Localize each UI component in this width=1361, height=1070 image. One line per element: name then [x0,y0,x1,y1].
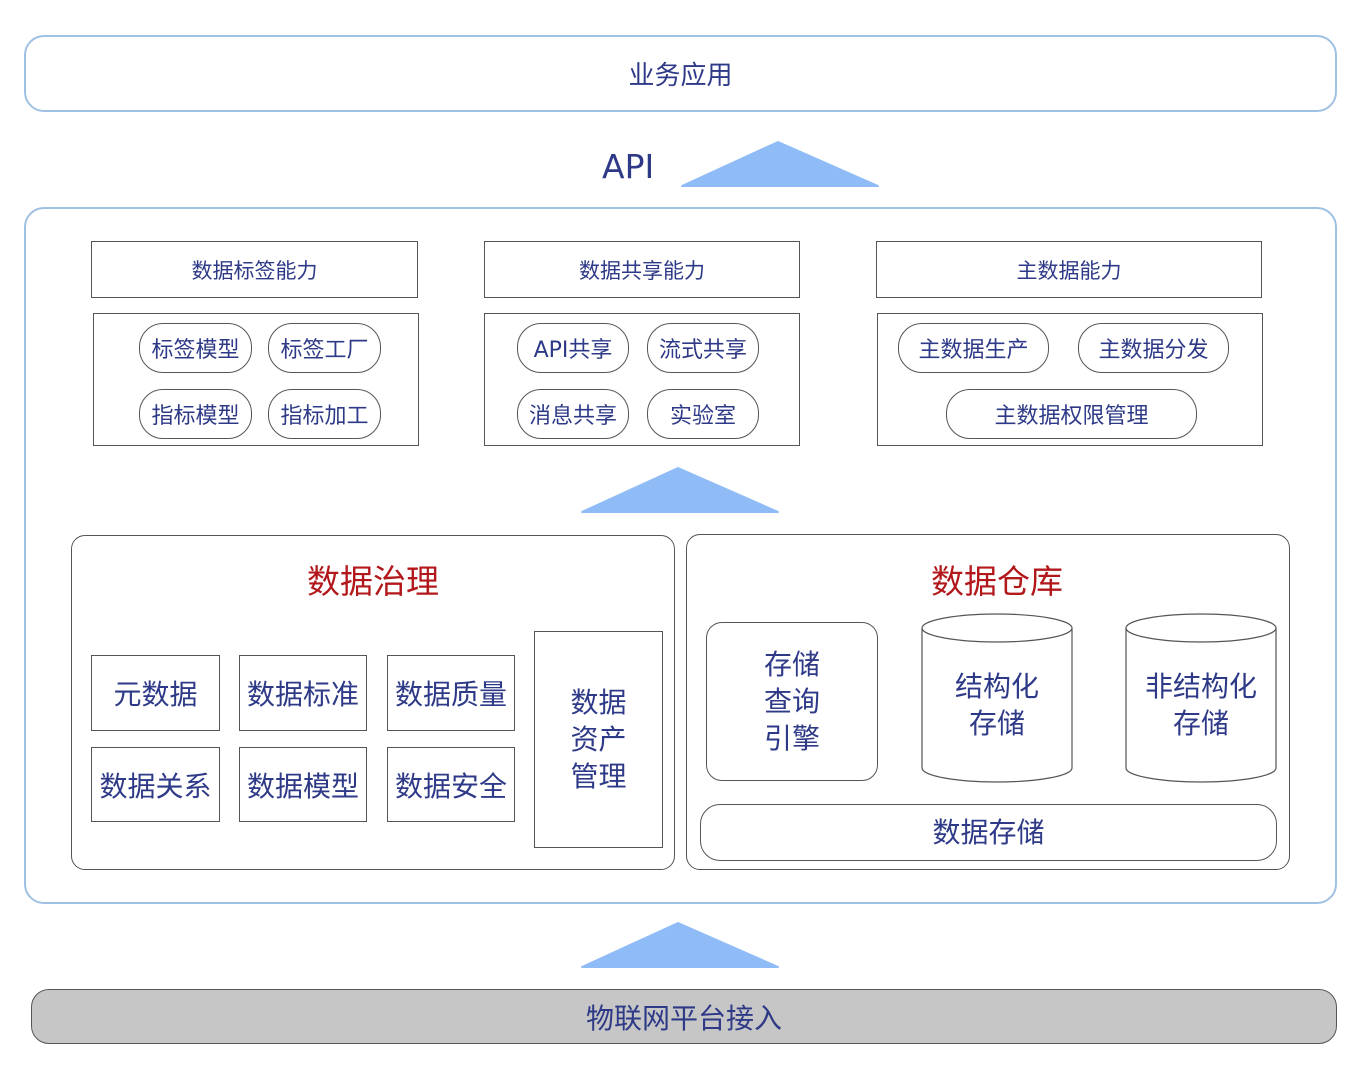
tag-factory-item: 标签工厂 [268,323,381,373]
data-platform-frame [24,207,1337,904]
data-quality-item: 数据质量 [387,655,515,731]
up-arrow-icon [581,922,779,968]
api-label: API [602,146,655,186]
data-asset-management-item: 数据 资产 管理 [534,631,663,848]
data-security-item: 数据安全 [387,747,515,822]
stream-sharing-item: 流式共享 [647,323,759,373]
tag-model-item: 标签模型 [139,323,252,373]
structured-storage-line-1: 结构化 [954,670,1039,703]
asset-mgmt-line-2: 资产 [570,723,627,756]
message-sharing-item: 消息共享 [517,389,629,439]
unstructured-storage-line-2: 存储 [1172,707,1229,740]
query-engine-line-3: 引擎 [763,722,820,755]
unstructured-storage-line-1: 非结构化 [1144,670,1257,703]
business-application-label: 业务应用 [628,61,733,91]
master-data-distribution-item: 主数据分发 [1078,323,1229,373]
lab-item: 实验室 [647,389,759,439]
data-storage-label: 数据存储 [932,816,1045,849]
up-arrow-icon [681,141,879,187]
query-engine-line-2: 查询 [763,685,820,718]
master-data-production-item: 主数据生产 [898,323,1049,373]
up-arrow-icon [581,467,779,513]
unstructured-storage-label: 非结构化 存储 [1126,660,1276,750]
iot-platform-access-label: 物联网平台接入 [585,1001,782,1035]
asset-mgmt-line-3: 管理 [570,760,627,793]
data-tag-capability-title: 数据标签能力 [91,241,418,298]
metric-model-item: 指标模型 [139,389,252,439]
data-standard-item: 数据标准 [239,655,367,731]
iot-platform-access-bar: 物联网平台接入 [31,989,1337,1044]
master-data-permission-item: 主数据权限管理 [946,389,1197,439]
structured-storage-cylinder-icon [921,613,1073,783]
api-sharing-item: API共享 [517,323,629,373]
master-data-capability-title: 主数据能力 [876,241,1262,298]
asset-mgmt-line-1: 数据 [570,686,627,719]
data-warehouse-title: 数据仓库 [931,562,1063,601]
structured-storage-label: 结构化 存储 [922,660,1072,750]
business-application-bar: 业务应用 [24,35,1337,112]
query-engine-box: 存储 查询 引擎 [706,622,878,781]
query-engine-line-1: 存储 [763,648,820,681]
structured-storage-line-2: 存储 [968,707,1025,740]
data-relation-item: 数据关系 [91,747,220,822]
data-storage-bar: 数据存储 [700,804,1277,861]
data-sharing-capability-title: 数据共享能力 [484,241,800,298]
data-model-item: 数据模型 [239,747,367,822]
metadata-item: 元数据 [91,655,220,731]
data-governance-title: 数据治理 [307,562,439,601]
metric-processing-item: 指标加工 [268,389,381,439]
unstructured-storage-cylinder-icon [1125,613,1277,783]
